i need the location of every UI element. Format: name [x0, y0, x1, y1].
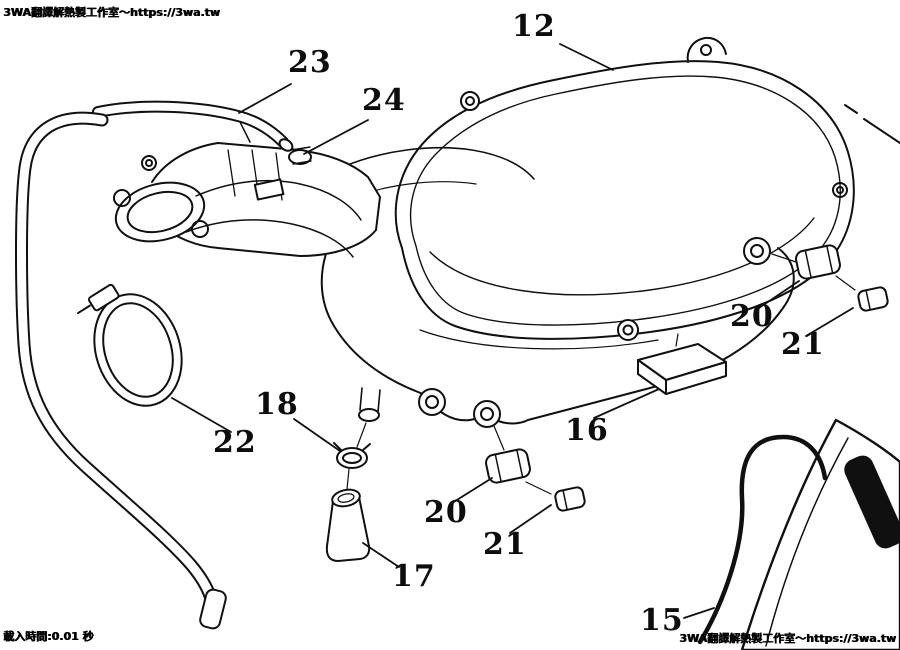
- part-label-21-right: 21: [781, 327, 825, 362]
- drain-tube-drawing: [325, 488, 371, 562]
- part-label-17: 17: [392, 559, 436, 594]
- air-cleaner-cover-drawing: [394, 36, 855, 340]
- part-label-12: 12: [512, 9, 556, 44]
- drain-clamp-drawing: [333, 442, 371, 469]
- part-label-21-left: 21: [483, 527, 527, 562]
- clamp-band-drawing: [77, 283, 183, 407]
- leader-lines: [171, 43, 854, 619]
- left-hose-drawing: [15, 111, 227, 630]
- part-label-22: 22: [213, 425, 257, 460]
- part-label-18: 18: [255, 387, 299, 422]
- part-label-23: 23: [288, 45, 332, 80]
- cable-drawing: [697, 434, 828, 645]
- watermark-top-left: 3WA翻譯解熱製工作室～https://3wa.tw: [3, 6, 220, 19]
- part-label-24: 24: [362, 83, 406, 118]
- element-pad-drawing: [637, 343, 727, 395]
- side-panel-drawing: [740, 418, 900, 650]
- part-label-15: 15: [640, 603, 684, 638]
- part-label-20-left: 20: [424, 495, 468, 530]
- damper-bushings-left-drawing: [485, 448, 586, 512]
- air-cleaner-case-drawing: [320, 237, 795, 428]
- load-time-text: 載入時間:0.01 秒: [3, 630, 94, 643]
- breather-hose-drawing: [92, 100, 294, 152]
- intake-joint-drawing: [113, 117, 381, 258]
- part-label-16: 16: [565, 413, 609, 448]
- damper-bushings-right-drawing: [795, 244, 889, 312]
- corner-line: [844, 104, 900, 144]
- watermark-bottom-right: 3WA翻譯解熱製工作室～https://3wa.tw: [679, 632, 896, 645]
- part-label-20-right: 20: [730, 299, 774, 334]
- assembly-axis-lines: [346, 253, 856, 495]
